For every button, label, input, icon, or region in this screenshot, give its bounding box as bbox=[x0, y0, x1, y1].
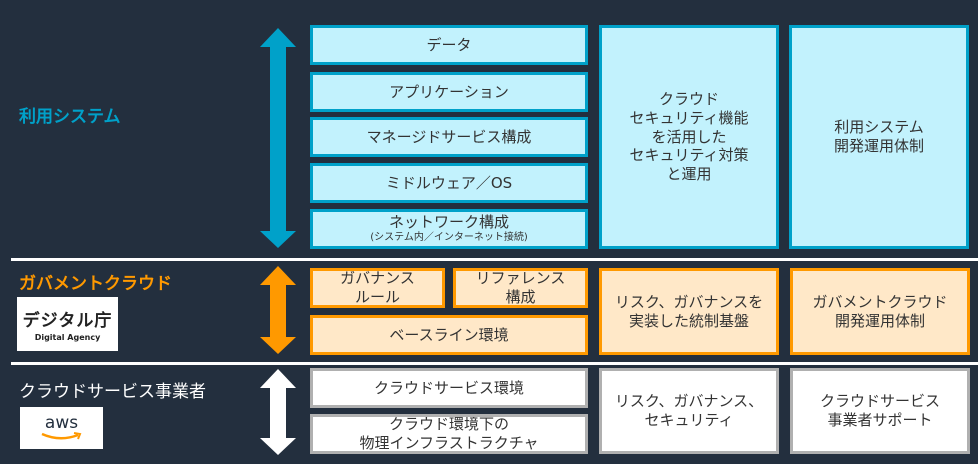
layer-governance-rules-label: ガバナンス ルール bbox=[340, 269, 415, 306]
layer-cloud-service-environment: クラウドサービス環境 bbox=[310, 368, 588, 408]
usage-security-label: クラウド セキュリティ機能 を活用した セキュリティ対策 と運用 bbox=[629, 90, 749, 184]
digital-agency-logo: デジタル庁 Digital Agency bbox=[17, 297, 118, 351]
double-arrow-icon-provider bbox=[260, 369, 296, 455]
divider-gov-provider bbox=[11, 362, 978, 365]
layer-network-label: ネットワーク構成 bbox=[388, 213, 509, 231]
band-label-gov-cloud: ガバメントクラウド bbox=[19, 274, 172, 294]
provider-support-label: クラウドサービス 事業者サポート bbox=[819, 392, 940, 429]
layer-network: ネットワーク構成 (システム内／インターネット接続) bbox=[310, 209, 588, 249]
aws-smile-icon bbox=[40, 432, 81, 440]
layer-reference-architecture: リファレンス 構成 bbox=[453, 268, 588, 308]
double-arrow-icon-gov bbox=[260, 266, 296, 354]
layer-data-label: データ bbox=[426, 35, 472, 54]
layer-middleware-os-label: ミドルウェア／OS bbox=[385, 173, 513, 192]
aws-logo-text: aws bbox=[44, 413, 79, 433]
layer-data: データ bbox=[310, 25, 588, 65]
layer-baseline-environment: ベースライン環境 bbox=[310, 315, 588, 355]
layer-managed-services: マネージドサービス構成 bbox=[310, 117, 588, 157]
layer-application-label: アプリケーション bbox=[389, 82, 509, 101]
provider-support-box: クラウドサービス 事業者サポート bbox=[790, 368, 970, 454]
layer-managed-services-label: マネージドサービス構成 bbox=[366, 127, 532, 146]
usage-operations-box: 利用システム 開発運用体制 bbox=[789, 25, 969, 249]
usage-operations-label: 利用システム 開発運用体制 bbox=[833, 118, 924, 155]
layer-governance-rules: ガバナンス ルール bbox=[310, 268, 445, 308]
digital-agency-logo-title: デジタル庁 bbox=[22, 311, 113, 331]
provider-risk-security-box: リスク、ガバナンス、 セキュリティ bbox=[599, 368, 779, 454]
layer-reference-architecture-label: リファレンス 構成 bbox=[475, 269, 566, 306]
layer-application: アプリケーション bbox=[310, 72, 588, 112]
digital-agency-logo-subtitle: Digital Agency bbox=[34, 333, 101, 342]
layer-cloud-service-environment-label: クラウドサービス環境 bbox=[373, 378, 524, 397]
gov-control-platform-box: リスク、ガバナンスを 実装した統制基盤 bbox=[599, 268, 779, 355]
band-label-cloud-provider: クラウドサービス事業者 bbox=[19, 382, 206, 402]
gov-operations-label: ガバメントクラウド 開発運用体制 bbox=[812, 292, 948, 330]
layer-network-sublabel: (システム内／インターネット接続) bbox=[370, 231, 528, 243]
usage-security-box: クラウド セキュリティ機能 を活用した セキュリティ対策 と運用 bbox=[599, 25, 779, 249]
gov-control-platform-label: リスク、ガバナンスを 実装した統制基盤 bbox=[614, 292, 764, 330]
layer-baseline-environment-label: ベースライン環境 bbox=[389, 325, 509, 344]
band-label-usage-system: 利用システム bbox=[19, 107, 121, 127]
layer-physical-infrastructure: クラウド環境下の 物理インフラストラクチャ bbox=[310, 414, 588, 454]
provider-risk-security-label: リスク、ガバナンス、 セキュリティ bbox=[614, 392, 764, 429]
divider-usage-gov bbox=[11, 258, 978, 261]
layer-middleware-os: ミドルウェア／OS bbox=[310, 163, 588, 203]
double-arrow-icon-usage bbox=[260, 28, 296, 248]
aws-logo: aws bbox=[20, 407, 103, 449]
gov-operations-box: ガバメントクラウド 開発運用体制 bbox=[790, 268, 970, 355]
layer-physical-infrastructure-label: クラウド環境下の 物理インフラストラクチャ bbox=[359, 415, 539, 452]
